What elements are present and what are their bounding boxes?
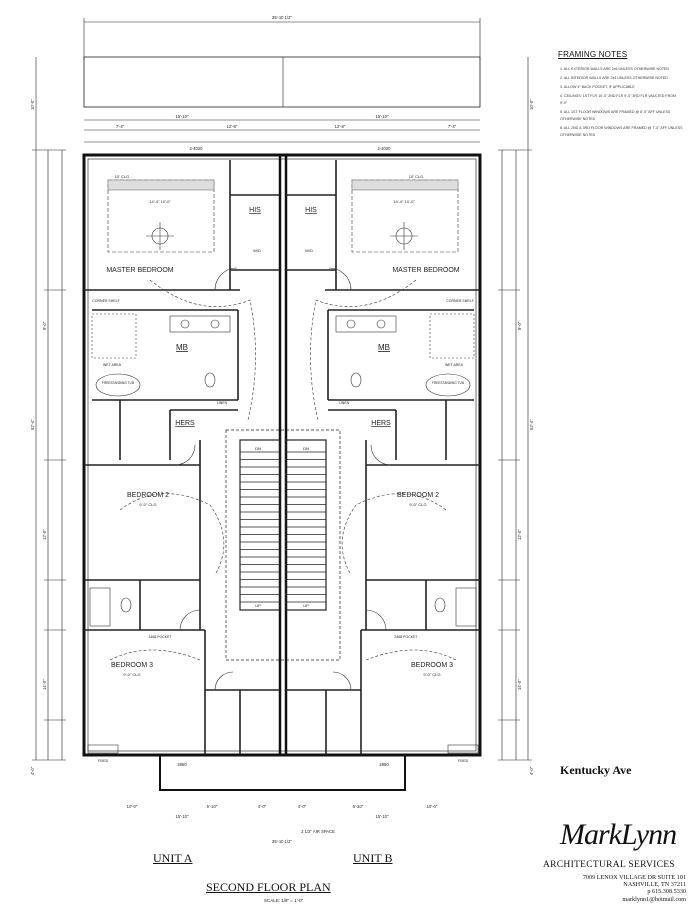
hers-closet-label-a: HERS: [175, 420, 195, 427]
side-right-1: 9'-0": [517, 321, 522, 330]
win-bot-b: 2850: [379, 762, 389, 767]
stair-dn-a: DN: [255, 446, 261, 451]
his-closet-label-b: HIS: [305, 207, 317, 214]
door-top-a: 2-4020: [189, 146, 203, 151]
fixed-window-b: FIXED: [458, 759, 469, 763]
linen-label-b: LINEN: [339, 401, 350, 405]
ceiling-label-a: 10' CLG: [115, 174, 130, 179]
bedroom3-ceiling-a: 9'-0" CLG: [123, 672, 140, 677]
hers-closet-label-b: HERS: [371, 420, 391, 427]
framing-note: 2. ALL INTERIOR WALLS ARE 2x4 UNLESS OTH…: [560, 76, 668, 80]
bedroom2-ceiling-a: 9'-0" CLG: [139, 502, 156, 507]
framing-notes-list: 1. ALL EXTERIOR WALLS ARE 2x6 UNLESS OTH…: [560, 66, 684, 141]
scale-note: SCALE: 1/8" = 1'-0": [264, 898, 304, 903]
side-right-3: 14'-0": [517, 679, 522, 690]
unit-b-label: UNIT B: [353, 851, 393, 865]
dim-upper-mid: 12'-8": [227, 124, 238, 129]
door-top-b: 2-4020: [377, 146, 391, 151]
firm-address-line2: NASHVILLE, TN 37211: [623, 881, 686, 889]
firm-address-line1: 7009 LENOX VILLAGE DR SUITE 101: [582, 874, 686, 881]
firm-logo: MarkLynn: [560, 818, 677, 851]
framing-notes-title: FRAMING NOTES: [558, 50, 628, 59]
firm-email: marklynn1@hotmail.com: [622, 895, 686, 903]
firm-address-block: 7009 LENOX VILLAGE DR SUITE 101 NASHVILL…: [560, 874, 686, 903]
wet-area-a: WET AREA: [103, 363, 122, 367]
his-closet-label-a: HIS: [249, 207, 261, 214]
bedroom2-label-a: BEDROOM 2: [127, 492, 169, 499]
depth-right: 52'-4": [529, 419, 534, 430]
tub-label-a: FREESTANDING TUB: [102, 381, 134, 385]
pocket-door-b: 2468 POCKET: [394, 635, 418, 639]
firm-services: ARCHITECTURAL SERVICES: [543, 860, 675, 870]
framing-note: 6. ALL 2ND & 3RD FLOOR WINDOWS ARE FRAME…: [560, 126, 683, 137]
bedroom3-label-a: BEDROOM 3: [111, 662, 153, 669]
dim-lower-c: 4'-0": [258, 804, 267, 809]
pocket-door-a: 2468 POCKET: [148, 635, 172, 639]
dim-lower-a: 10'-0": [127, 804, 138, 809]
fixed-window-a: FIXED: [98, 759, 109, 763]
win-bot-a: 2850: [177, 762, 187, 767]
overall-width-bottom: 35'-10 1/2": [272, 839, 292, 844]
bedroom3-ceiling-b: 9'-0" CLG: [423, 672, 440, 677]
bedroom3-label-b: BEDROOM 3: [411, 662, 453, 669]
framing-note: 3. ALLOW 4" BACK POCKET, IF APPLICABLE: [560, 85, 635, 89]
side-right-2: 12'-0": [517, 529, 522, 540]
dim-upper-right: 7'-4": [448, 124, 457, 129]
side-left-1: 9'-0": [42, 321, 47, 330]
unit-width-bot-b: 15'-10": [376, 814, 390, 819]
framing-note: 5. ALL 1ST FLOOR WINDOWS ARE FRAMED @ 8'…: [560, 110, 671, 121]
side-right-bot: 4'-0": [529, 766, 534, 775]
stair-dn-b: DN: [303, 446, 309, 451]
air-space-note: 2 1/2" AIR SPACE: [301, 829, 335, 834]
dim-lower-f: 10'-0": [427, 804, 438, 809]
side-left-3: 14'-0": [42, 679, 47, 690]
bedroom2-ceiling-b: 9'-0" CLG: [409, 502, 426, 507]
dim-lower-e: 5'-10": [353, 804, 364, 809]
wd-label-a: W/D: [253, 248, 261, 253]
framing-note: 1. ALL EXTERIOR WALLS ARE 2x6 UNLESS OTH…: [560, 67, 670, 71]
side-left-2: 12'-0": [42, 529, 47, 540]
dim-upper-mid-b: 12'-8": [335, 124, 346, 129]
unit-width-top-a: 15'-10": [176, 114, 190, 119]
side-left-bot: 4'-0": [30, 766, 35, 775]
tub-label-b: FREESTANDING TUB: [432, 381, 464, 385]
framing-note: 4. CEILINGS: 1ST FLR 10'-0" 2ND FLR 9'-0…: [560, 94, 676, 105]
mb-label-a: MB: [176, 343, 188, 352]
corner-shelf-b: CORNER SHELF: [446, 299, 473, 303]
unit-width-bot-a: 15'-10": [176, 814, 190, 819]
overall-width-top: 35'-10 1/2": [272, 15, 292, 20]
wd-label-b: W/D: [305, 248, 313, 253]
master-bedroom-label-a: MASTER BEDROOM: [106, 267, 173, 274]
side-left-top: 10'-0": [30, 99, 35, 110]
linen-label-a: LINEN: [217, 401, 228, 405]
side-right-top: 10'-0": [529, 99, 534, 110]
depth-left: 52'-4": [30, 419, 35, 430]
bedroom2-label-b: BEDROOM 2: [397, 492, 439, 499]
unit-a-label: UNIT A: [153, 851, 193, 865]
stair-up-b: UP: [303, 603, 309, 608]
wet-area-b: WET AREA: [445, 363, 464, 367]
closet-dim-b: 14'-4" 10'-0": [393, 199, 415, 204]
stair-up-a: UP: [255, 603, 261, 608]
closet-dim-a: 14'-4" 10'-0": [149, 199, 171, 204]
dim-upper-left: 7'-4": [116, 124, 125, 129]
dim-lower-d: 4'-0": [298, 804, 307, 809]
master-bedroom-label-b: MASTER BEDROOM: [392, 267, 459, 274]
firm-phone: p 615.308.5330: [647, 888, 686, 896]
sheet-title: SECOND FLOOR PLAN: [206, 880, 331, 894]
mb-label-b: MB: [378, 343, 390, 352]
street-name: Kentucky Ave: [560, 763, 632, 777]
dim-lower-b: 5'-10": [207, 804, 218, 809]
corner-shelf-a: CORNER SHELF: [92, 299, 119, 303]
unit-width-top-b: 15'-10": [376, 114, 390, 119]
ceiling-label-b: 10' CLG: [409, 174, 424, 179]
